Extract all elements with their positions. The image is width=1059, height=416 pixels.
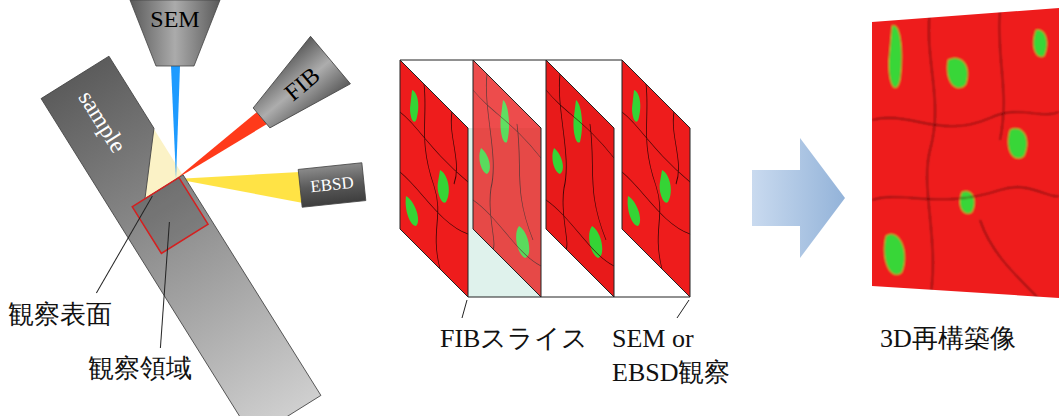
ebsd-detector: EBSD <box>298 163 366 207</box>
node-text: EBSD <box>309 173 354 196</box>
ion-beam <box>176 112 267 179</box>
slice-map <box>400 60 468 297</box>
observation-region <box>132 178 208 254</box>
leader-line <box>106 222 223 348</box>
slice-map <box>622 60 690 297</box>
leader-line <box>677 300 689 318</box>
block-outline <box>400 60 690 297</box>
node-shape <box>298 163 366 207</box>
node-text: SEM <box>150 6 199 32</box>
reconstruction-image <box>866 4 1059 304</box>
node-text: sample <box>73 86 131 158</box>
slice-map <box>546 60 614 297</box>
node-outline <box>242 36 351 141</box>
observation-label: SEM or EBSD観察 <box>612 322 740 390</box>
node-shape <box>130 0 220 66</box>
result-label: 3D再構築像 <box>880 322 1016 356</box>
leader-line <box>68 196 180 293</box>
slice-label: FIBスライス <box>440 322 588 356</box>
fib-column: FIB <box>242 36 351 141</box>
node-shape <box>41 56 321 416</box>
node-outline <box>41 56 321 416</box>
process-arrow <box>752 138 845 258</box>
slice-map <box>473 60 541 297</box>
surface-label: 観察表面 <box>8 298 112 332</box>
sample-block: sample <box>41 56 321 416</box>
ebsd-beam <box>176 172 303 203</box>
node-outline <box>298 163 366 207</box>
sem-column: SEM <box>130 0 220 66</box>
electron-beam <box>171 66 180 179</box>
node-text: FIB <box>280 62 326 106</box>
node-outline <box>130 0 220 66</box>
leader-line <box>462 300 467 318</box>
node-shape <box>242 36 351 141</box>
region-label: 観察領域 <box>88 352 192 386</box>
